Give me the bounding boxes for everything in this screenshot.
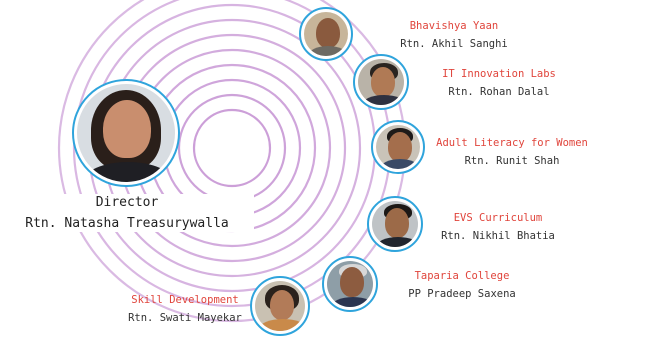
member-label-2: IT Innovation Labs Rtn. Rohan Dalal [424,68,574,99]
director-name: Rtn. Natasha Treasurywalla [25,216,229,231]
member-label-5: Taparia College PP Pradeep Saxena [392,270,532,301]
director-label: Director Rtn. Natasha Treasurywalla [0,194,254,232]
member-label-6: Skill Development Rtn. Swati Mayekar [110,294,260,325]
project-name: Bhavishya Yaan [409,20,499,32]
member-name: Rtn. Nikhil Bhatia [441,230,555,242]
project-name: Adult Literacy for Women [436,137,588,149]
member-label-3: Adult Literacy for Women Rtn. Runit Shah [428,137,596,168]
member-label-1: Bhavishya Yaan Rtn. Akhil Sanghi [384,20,524,51]
member-avatar-nikhil-bhatia [367,196,423,252]
director-title: Director [95,195,159,210]
ring [192,108,272,188]
director-avatar [72,79,180,187]
member-name: Rtn. Rohan Dalal [448,86,550,98]
member-name: Rtn. Swati Mayekar [128,312,242,324]
member-name: Rtn. Akhil Sanghi [400,38,508,50]
member-avatar-swati-mayekar [250,276,310,336]
member-name: PP Pradeep Saxena [408,288,516,300]
project-name: Taparia College [414,270,510,282]
member-name: Rtn. Runit Shah [464,155,560,167]
project-name: IT Innovation Labs [442,68,556,80]
member-avatar-runit-shah [371,120,425,174]
member-label-4: EVS Curriculum Rtn. Nikhil Bhatia [428,212,568,243]
member-avatar-rohan-dalal [353,54,409,110]
project-name: EVS Curriculum [453,212,543,224]
member-avatar-akhil-sanghi [299,7,353,61]
project-name: Skill Development [131,294,239,306]
member-avatar-pradeep-saxena [322,256,378,312]
